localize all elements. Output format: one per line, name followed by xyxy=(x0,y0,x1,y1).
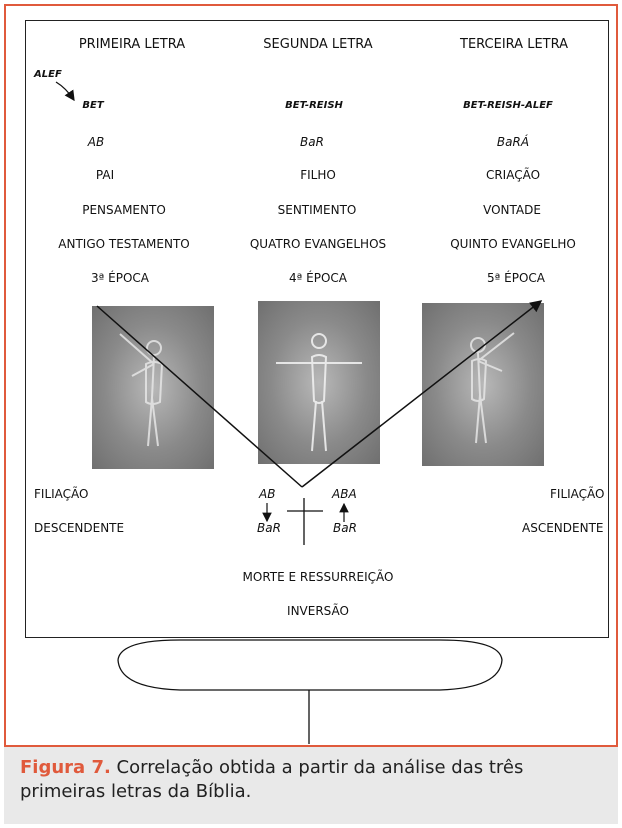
caption-label: Figura 7. xyxy=(20,757,111,778)
right-ascendente: ASCENDENTE xyxy=(522,521,603,535)
left-filiation: FILIAÇÃO xyxy=(34,487,89,501)
alef-arrow xyxy=(56,82,74,100)
left-descendente: DESCENDENTE xyxy=(34,521,124,535)
center-right-top: ABA xyxy=(332,487,357,501)
morte-ressurreicao: MORTE E RESSURREIÇÃO xyxy=(243,570,394,584)
right-filiation: FILIAÇÃO xyxy=(550,487,605,501)
ascent-line xyxy=(302,301,541,487)
descent-line xyxy=(97,306,302,487)
figure-caption: Figura 7. Correlação obtida a partir da … xyxy=(20,756,600,804)
center-right-bottom: BaR xyxy=(333,521,357,535)
center-left-bottom: BaR xyxy=(257,521,281,535)
center-left-top: AB xyxy=(259,487,275,501)
bottom-arc xyxy=(118,640,502,690)
inversao: INVERSÃO xyxy=(287,604,349,618)
